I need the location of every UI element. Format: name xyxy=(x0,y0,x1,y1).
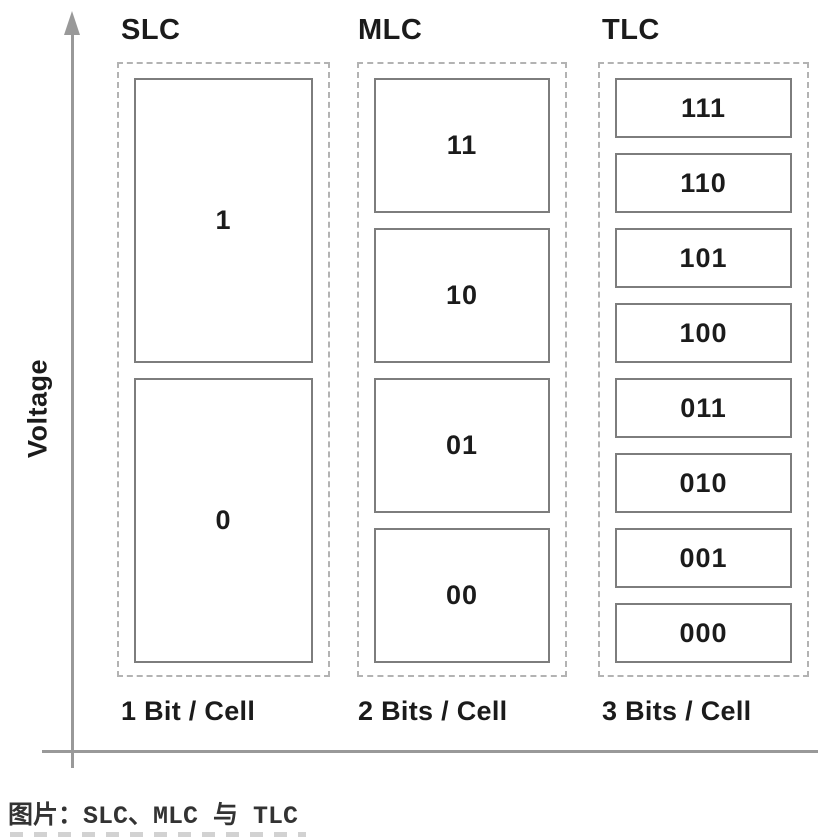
cell-box-tlc-010: 010 xyxy=(615,453,792,513)
column-cells-tlc: 111 110 101 100 011 010 001 000 xyxy=(598,62,809,677)
cell-box-tlc-001: 001 xyxy=(615,528,792,588)
cell-box-slc-0: 0 xyxy=(134,378,313,663)
x-axis-line xyxy=(42,750,818,753)
column-header-mlc: MLC xyxy=(358,14,423,46)
cell-box-tlc-000: 000 xyxy=(615,603,792,663)
y-axis-label: Voltage xyxy=(22,359,53,459)
column-cells-slc: 1 0 xyxy=(117,62,330,677)
caption-prefix: 图片： xyxy=(8,801,84,829)
column-footer-mlc: 2 Bits / Cell xyxy=(358,696,508,726)
y-axis-line xyxy=(71,33,74,768)
cell-box-mlc-10: 10 xyxy=(374,228,550,363)
cut-off-next-line-hint xyxy=(10,832,306,837)
cell-box-tlc-011: 011 xyxy=(615,378,792,438)
image-caption: 图片：SLC、MLC 与 TLC xyxy=(8,795,298,831)
cell-box-tlc-101: 101 xyxy=(615,228,792,288)
cell-box-mlc-01: 01 xyxy=(374,378,550,513)
cell-box-tlc-110: 110 xyxy=(615,153,792,213)
column-header-slc: SLC xyxy=(121,14,181,46)
column-header-tlc: TLC xyxy=(602,14,660,46)
caption-text: SLC、MLC 与 TLC xyxy=(83,802,299,831)
cell-box-tlc-111: 111 xyxy=(615,78,792,138)
y-axis-arrowhead-icon xyxy=(64,11,80,35)
cell-box-mlc-11: 11 xyxy=(374,78,550,213)
cell-box-slc-1: 1 xyxy=(134,78,313,363)
column-footer-tlc: 3 Bits / Cell xyxy=(602,696,752,726)
column-cells-mlc: 11 10 01 00 xyxy=(357,62,567,677)
cell-box-tlc-100: 100 xyxy=(615,303,792,363)
column-footer-slc: 1 Bit / Cell xyxy=(121,696,256,726)
cell-box-mlc-00: 00 xyxy=(374,528,550,663)
